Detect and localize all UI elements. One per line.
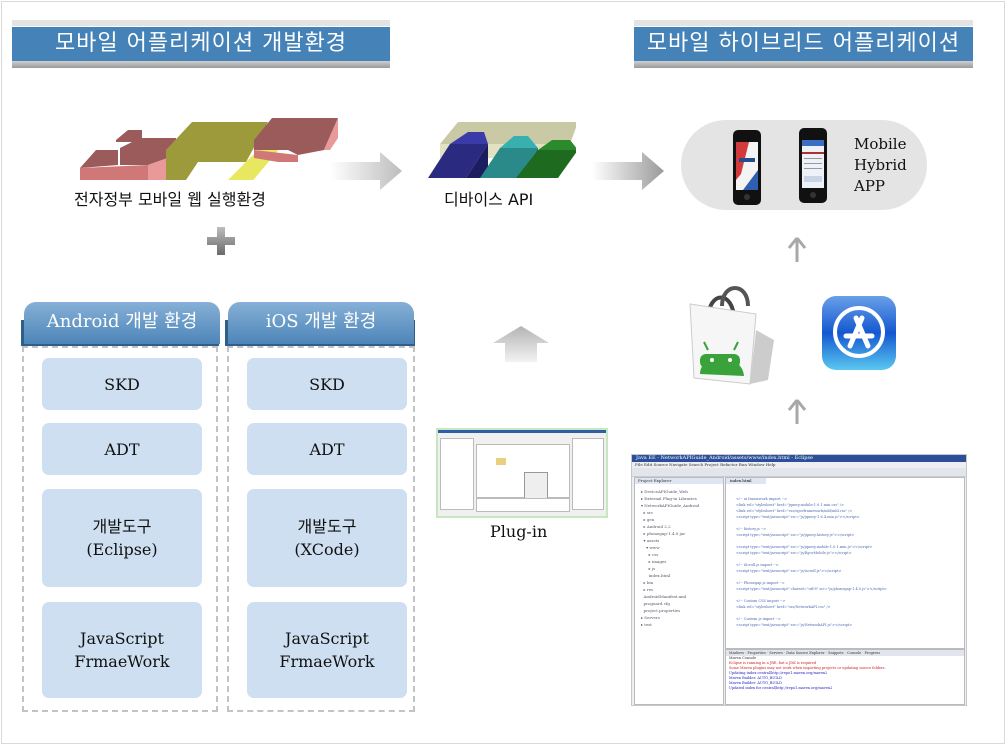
hybrid-app-label: Mobile Hybrid APP <box>854 134 907 197</box>
hybrid-app-label-line: Mobile <box>854 135 907 153</box>
arrow-right-icon <box>592 152 664 190</box>
android-dev-tool-box: 개발도구 (Eclipse) <box>42 489 202 587</box>
android-market-icon <box>689 286 774 385</box>
phone-icon <box>733 130 761 205</box>
banner-title: 모바일 어플리케이션 개발환경 <box>12 27 390 61</box>
ide-menu: File Edit Source Navigate Search Project… <box>635 462 776 467</box>
ios-dev-env-column: SKD ADT 개발도구 (XCode) JavaScript FrmaeWor… <box>227 346 415 712</box>
device-api-label: 디바이스 API <box>444 190 534 209</box>
code-editor: index.html <!-- ui framework import --><… <box>725 477 965 649</box>
plus-icon <box>207 227 235 255</box>
banner-mobile-app-dev-env: 모바일 어플리케이션 개발환경 <box>12 20 390 72</box>
device-api-blocks-icon <box>428 122 576 178</box>
console-panel: Markers · Properties · Servers · Data So… <box>725 649 965 705</box>
web-runtime-blocks-icon <box>80 118 338 180</box>
arrow-up-icon <box>787 237 807 262</box>
ios-js-framework-box: JavaScript FrmaeWork <box>247 602 407 698</box>
plugin-screenshot <box>436 428 608 518</box>
android-sdk-box: SKD <box>42 358 202 410</box>
android-dev-env-column: SKD ADT 개발도구 (Eclipse) JavaScript FrmaeW… <box>22 346 218 712</box>
plugin-label: Plug-in <box>490 522 548 541</box>
android-adt-box: ADT <box>42 423 202 475</box>
app-store-icon <box>822 296 896 370</box>
hybrid-app-label-line: Hybrid <box>854 156 907 174</box>
web-runtime-label: 전자정부 모바일 웹 실행환경 <box>74 190 266 209</box>
android-js-framework-box: JavaScript FrmaeWork <box>42 602 202 698</box>
banner-title: 모바일 하이브리드 어플리케이션 <box>634 27 973 61</box>
android-dev-env-header: Android 개발 환경 <box>24 302 220 344</box>
project-explorer: Project Explorer ▸ DeviceAPIGuide_Web▸ E… <box>634 477 724 705</box>
phone-icon <box>799 128 827 203</box>
hybrid-app-label-line: APP <box>854 177 886 195</box>
ios-sdk-box: SKD <box>247 358 407 410</box>
ide-title: Java EE - NetworkAPIGuide_Android/assets… <box>632 455 966 462</box>
arrow-up-icon <box>493 326 549 362</box>
arrow-right-icon <box>330 152 402 190</box>
arrow-up-icon <box>787 399 807 424</box>
ios-dev-env-header: iOS 개발 환경 <box>228 302 414 344</box>
ios-adt-box: ADT <box>247 423 407 475</box>
banner-mobile-hybrid-app: 모바일 하이브리드 어플리케이션 <box>634 20 973 72</box>
ios-dev-tool-box: 개발도구 (XCode) <box>247 489 407 587</box>
eclipse-ide-screenshot: Java EE - NetworkAPIGuide_Android/assets… <box>631 454 967 706</box>
